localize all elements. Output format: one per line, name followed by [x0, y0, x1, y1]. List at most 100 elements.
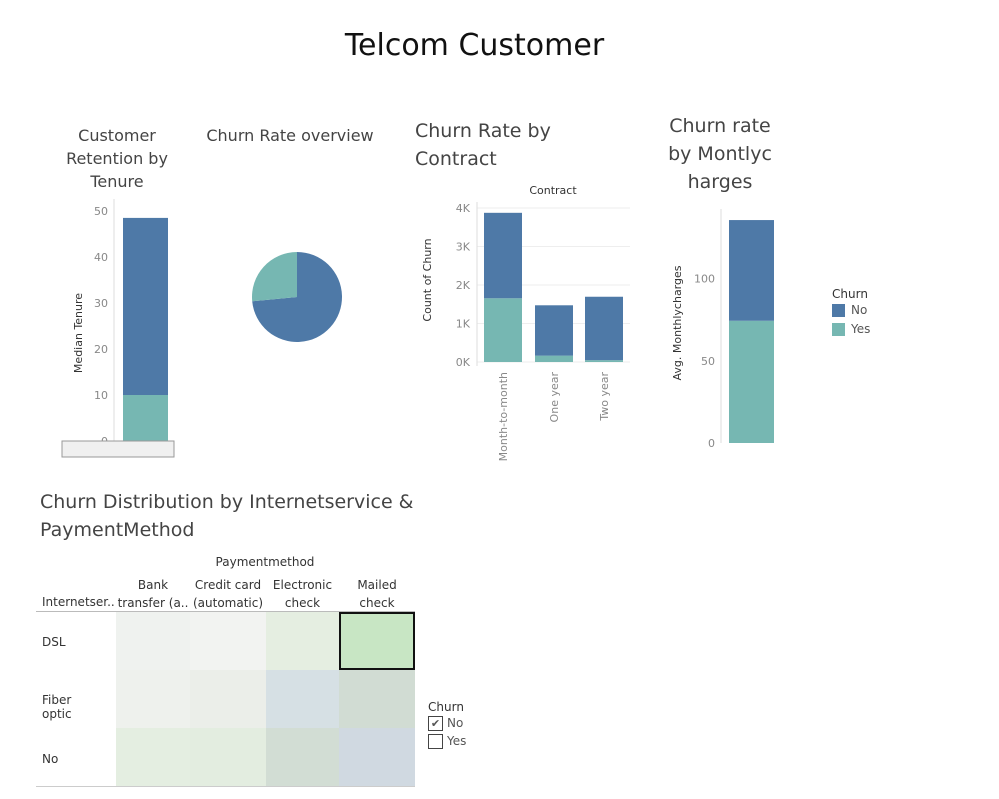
heatmap-col-header: Credit card (automatic) — [190, 576, 266, 612]
contract-header: Contract — [529, 184, 577, 197]
monthly-tick-label: 50 — [701, 355, 715, 368]
contract-chart: Contract Count of Churn 0K 1K 2K 3K 4K Month… — [421, 184, 630, 461]
heatmap-col-header: Electronic check — [266, 576, 339, 612]
monthly-tick-label: 0 — [708, 437, 715, 450]
filter-option-no[interactable]: ✔ No — [428, 714, 508, 732]
tenure-tick-label: 50 — [94, 205, 108, 218]
monthly-title-line: Churn rate — [669, 115, 771, 137]
filter-checkbox-yes[interactable] — [428, 734, 443, 749]
heatmap-col-header-line: check — [359, 596, 395, 610]
tenure-scrollbar[interactable] — [61, 440, 175, 458]
heatmap-row-header: Internetser.. — [42, 595, 115, 609]
contract-ylabel: Count of Churn — [421, 238, 434, 321]
heatmap-col-header: Mailed check — [339, 576, 415, 612]
filter-checkbox-no[interactable]: ✔ — [428, 716, 443, 731]
tenure-bar-yes — [123, 395, 168, 441]
contract-bar-no — [535, 305, 573, 356]
legend-label-yes: Yes — [851, 322, 871, 336]
contract-tick-label: 0K — [456, 356, 471, 369]
heatmap-cell[interactable] — [190, 612, 266, 670]
churn-filter: Churn ✔ No Yes — [428, 700, 508, 750]
churn-overview-title: Churn Rate overview — [206, 126, 374, 145]
heatmap-cell[interactable] — [266, 612, 339, 670]
pie-slice-yes — [252, 252, 297, 302]
legend-item-no[interactable]: No — [832, 301, 922, 320]
tenure-chart: Median Tenure 01020304050 — [61, 199, 175, 458]
heatmap-cell[interactable] — [190, 728, 266, 786]
heatmap-header-divider — [36, 611, 415, 612]
heatmap-cell[interactable] — [190, 670, 266, 728]
monthly-bar-no — [729, 220, 774, 321]
heatmap-col-header-line: Bank — [137, 578, 169, 592]
filter-option-yes[interactable]: Yes — [428, 732, 508, 750]
monthly-chart: Avg. Monthlycharges 0 50 100 — [671, 209, 774, 450]
monthly-tick-label: 100 — [694, 273, 715, 286]
churn-overview-chart — [252, 252, 342, 342]
tenure-bar-no — [123, 217, 168, 395]
legend-title: Churn — [832, 287, 868, 301]
tenure-chart-title: Customer Retention by Tenure — [52, 124, 182, 193]
contract-bar-yes — [535, 355, 573, 362]
tenure-tick-label: 40 — [94, 251, 108, 264]
contract-x-label: Two year — [598, 372, 611, 422]
tenure-tick-label: 10 — [94, 389, 108, 402]
monthly-title-line: by Montlyc — [668, 143, 772, 165]
legend-swatch-no — [832, 304, 845, 317]
contract-bar-yes — [484, 298, 522, 362]
contract-x-label: One year — [548, 372, 561, 423]
heatmap-cell[interactable] — [116, 670, 190, 728]
dashboard-title: Telcom Customer — [344, 28, 605, 63]
contract-x-label: Month-to-month — [497, 372, 510, 461]
contract-chart-title: Churn Rate by Contract — [415, 117, 605, 173]
heatmap-cell[interactable] — [266, 670, 339, 728]
churn-legend: Churn No Yes — [832, 287, 922, 339]
legend-swatch-yes — [832, 323, 845, 336]
monthly-chart-title: Churn rate by Montlyc harges — [655, 112, 785, 196]
contract-bar-no — [484, 212, 522, 299]
contract-bar-no — [585, 296, 623, 361]
contract-tick-label: 4K — [456, 202, 471, 215]
contract-bar-yes — [585, 360, 623, 362]
tenure-title-line: Tenure — [90, 172, 144, 191]
tenure-title-line: Customer — [78, 126, 156, 145]
filter-label-no: No — [447, 716, 464, 730]
heatmap-row-label-no: No — [42, 752, 59, 766]
heatmap-col-header-line: Mailed — [357, 578, 397, 592]
heatmap-cell[interactable] — [266, 728, 339, 786]
heatmap-col-header-line: (automatic) — [192, 596, 264, 610]
heatmap-cell[interactable] — [339, 728, 415, 786]
monthly-bar-yes — [729, 320, 774, 443]
contract-tick-label: 3K — [456, 241, 471, 254]
monthly-ylabel: Avg. Monthlycharges — [671, 265, 684, 380]
tenure-tick-label: 20 — [94, 343, 108, 356]
contract-title-line: Contract — [415, 148, 497, 170]
monthly-title-line: harges — [687, 171, 753, 193]
legend-label-no: No — [851, 303, 868, 317]
contract-tick-label: 2K — [456, 279, 471, 292]
tenure-title-line: Retention by — [66, 149, 168, 168]
filter-label-yes: Yes — [447, 734, 467, 748]
legend-item-yes[interactable]: Yes — [832, 320, 922, 339]
heatmap-column-title: Paymentmethod — [215, 555, 315, 569]
heatmap-row-label-dsl: DSL — [42, 635, 66, 649]
heatmap-title: Churn Distribution by Internetservice & … — [40, 488, 440, 544]
heatmap-cell[interactable] — [339, 670, 415, 728]
heatmap-title-line: Churn Distribution by Internetservice & — [40, 491, 414, 513]
heatmap-bottom-divider — [36, 786, 415, 787]
heatmap-col-header-line: Electronic — [272, 578, 333, 592]
heatmap-col-header-line: Credit card — [194, 578, 262, 592]
heatmap-row-label-fiber: Fiber optic — [42, 693, 72, 721]
filter-title: Churn — [428, 700, 464, 714]
tenure-ylabel: Median Tenure — [72, 293, 85, 373]
heatmap-col-header-line: transfer (a.. — [117, 596, 189, 610]
heatmap-cell[interactable] — [116, 612, 190, 670]
heatmap-col-header-line: check — [284, 596, 321, 610]
contract-title-line: Churn Rate by — [415, 120, 551, 142]
contract-tick-label: 1K — [456, 318, 471, 331]
heatmap-col-header: Bank transfer (a.. — [116, 576, 190, 612]
heatmap-cell-selected[interactable] — [339, 612, 415, 670]
heatmap-cell[interactable] — [116, 728, 190, 786]
tenure-tick-label: 30 — [94, 297, 108, 310]
heatmap-title-line: PaymentMethod — [40, 519, 195, 541]
pie-slice-no — [252, 252, 342, 342]
